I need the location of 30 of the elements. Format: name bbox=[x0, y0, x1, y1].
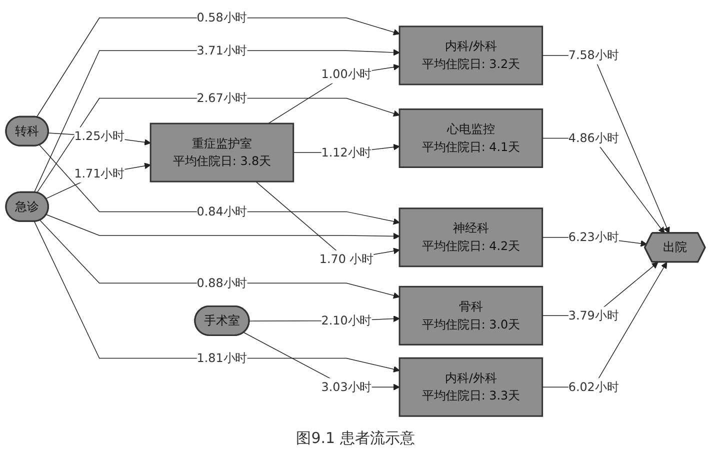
node-box: 神经科 平均住院日: 4.2天 bbox=[398, 208, 544, 268]
edge-label: 7.58小时 bbox=[568, 48, 619, 62]
node-box: 骨科 平均住院日: 3.0天 bbox=[398, 286, 544, 346]
edge-label: 1.25小时 bbox=[74, 128, 125, 143]
edge-label: 4.86小时 bbox=[568, 130, 619, 145]
arrow bbox=[46, 162, 151, 199]
arrow bbox=[36, 17, 400, 118]
edge-label: 0.58小时 bbox=[196, 10, 248, 25]
edge-label: 0.84小时 bbox=[196, 204, 248, 218]
node-box: 内科/外科 平均住院日: 3.3天 bbox=[398, 357, 544, 417]
edge-label: 1.70 小时 bbox=[319, 252, 374, 266]
edge-label: 1.00小时 bbox=[321, 66, 372, 82]
edge-label: 3.03小时 bbox=[321, 380, 372, 394]
arrow bbox=[268, 64, 400, 124]
arrow bbox=[46, 214, 400, 240]
edge-label: 3.71小时 bbox=[196, 43, 248, 58]
edge-label: 1.81小时 bbox=[196, 350, 248, 365]
edge-label: 2.67小时 bbox=[196, 90, 248, 105]
edge-label: 6.23小时 bbox=[568, 230, 619, 244]
arrow bbox=[40, 220, 400, 299]
edge-label: 1.71小时 bbox=[74, 166, 125, 180]
node-box: 内科/外科 平均住院日: 3.2天 bbox=[398, 26, 544, 86]
figure-caption: 图9.1 患者流示意 bbox=[296, 429, 415, 448]
edge-label: 3.79小时 bbox=[568, 308, 619, 322]
edge-label: 6.02小时 bbox=[568, 380, 619, 394]
edge-label: 0.88小时 bbox=[196, 276, 248, 290]
node-box: 心电监控 平均住院日: 4.1天 bbox=[398, 108, 544, 168]
node-box: 重症监护室 平均住院日: 3.8天 bbox=[150, 122, 294, 182]
edge-label: 2.10小时 bbox=[321, 313, 372, 328]
edge-label: 1.12小时 bbox=[321, 145, 372, 160]
